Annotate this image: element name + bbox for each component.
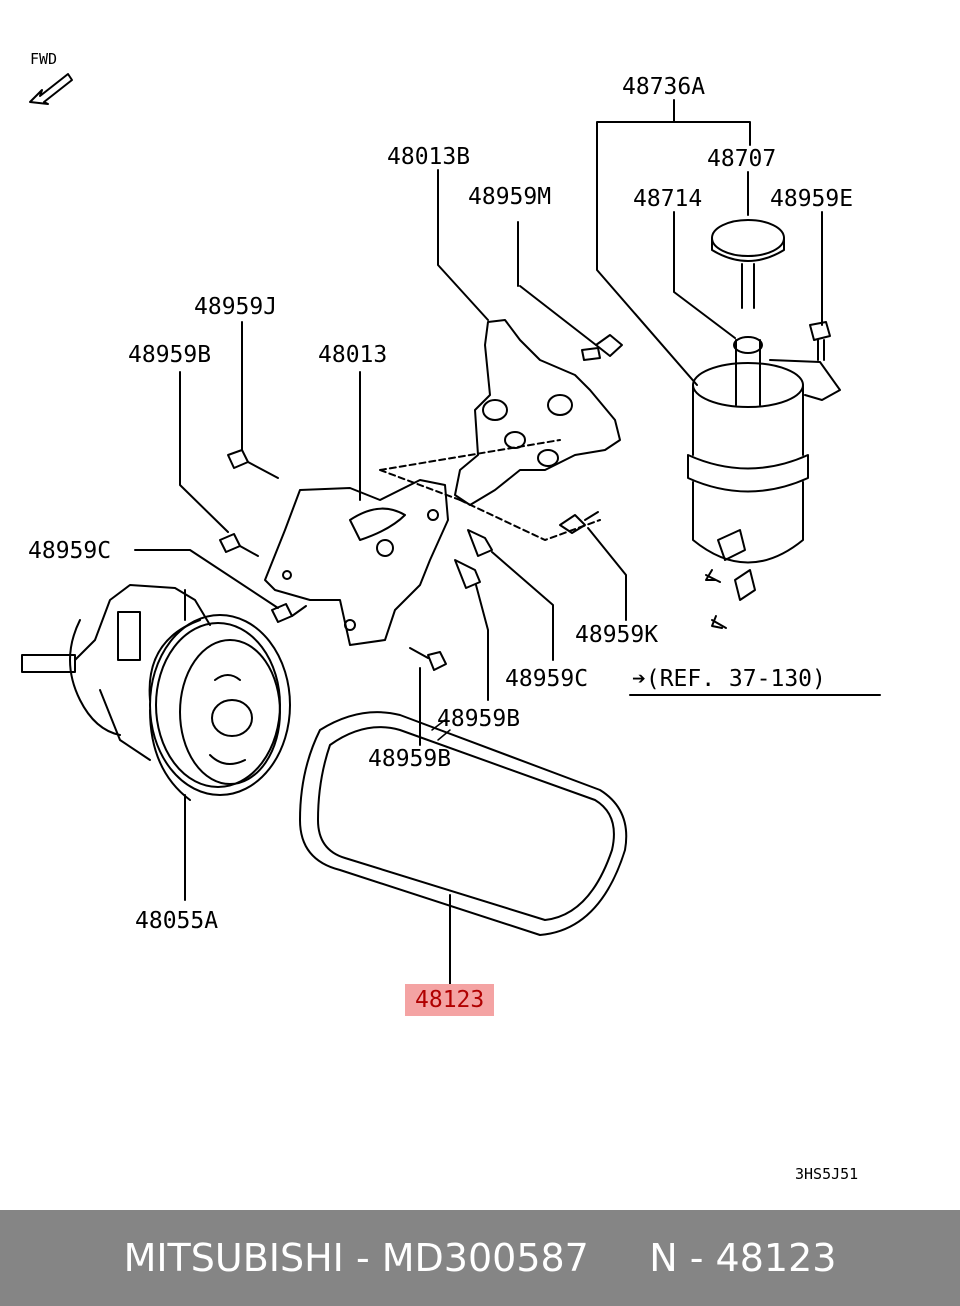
label-48714[interactable]: 48714 xyxy=(633,186,703,212)
bolt-48959c-left xyxy=(134,549,307,623)
part-footer-text: MITSUBISHI - MD300587 N - 48123 xyxy=(123,1236,837,1280)
label-48707[interactable]: 48707 xyxy=(707,146,777,172)
bolt-48959m xyxy=(581,334,623,361)
fwd-label: FWD xyxy=(30,50,58,68)
label-48736a[interactable]: 48736A xyxy=(622,74,706,100)
reservoir-leader-lines xyxy=(596,99,823,386)
part-footer-bar: MITSUBISHI - MD300587 N - 48123 xyxy=(0,1210,960,1306)
diagram-code: 3HS5J51 xyxy=(795,1165,859,1183)
bolt-48959c-right xyxy=(467,529,554,661)
label-48959b-low[interactable]: 48959B xyxy=(368,746,452,772)
bolt-48959b-left xyxy=(179,371,259,557)
reservoir-tank xyxy=(687,336,841,629)
label-48959c-right[interactable]: 48959C xyxy=(505,666,589,692)
bolt-48959k xyxy=(559,511,627,621)
label-48055a[interactable]: 48055A xyxy=(135,908,219,934)
label-48959m[interactable]: 48959M xyxy=(468,184,552,210)
bolt-48959b-mid xyxy=(454,559,489,701)
parts-diagram: FWD 48736A 48707 48714 48959E 48013B 489… xyxy=(21,50,881,1183)
label-48959j[interactable]: 48959J xyxy=(194,294,278,320)
label-48959e[interactable]: 48959E xyxy=(770,186,854,212)
bracket-48013b xyxy=(437,169,621,506)
fwd-arrow-icon xyxy=(29,73,73,105)
label-48959k[interactable]: 48959K xyxy=(575,622,659,648)
reservoir-cap xyxy=(711,219,785,309)
bolt-48959j xyxy=(227,321,279,479)
label-48123-highlighted[interactable]: 48123 xyxy=(405,984,495,1016)
label-48959b-mid[interactable]: 48959B xyxy=(437,706,521,732)
power-steering-pump xyxy=(21,584,291,901)
bolt-48959e xyxy=(809,321,831,361)
diagram-drawing xyxy=(21,73,881,986)
drive-belt xyxy=(299,711,628,986)
label-48013[interactable]: 48013 xyxy=(318,342,388,368)
bracket-48013 xyxy=(264,371,601,646)
label-48959c-left[interactable]: 48959C xyxy=(28,538,112,564)
ref-note[interactable]: ➔(REF. 37-130) xyxy=(632,666,826,692)
label-48959b-left[interactable]: 48959B xyxy=(128,342,212,368)
label-48013b[interactable]: 48013B xyxy=(387,144,471,170)
bolt-48959b-low xyxy=(409,647,447,746)
